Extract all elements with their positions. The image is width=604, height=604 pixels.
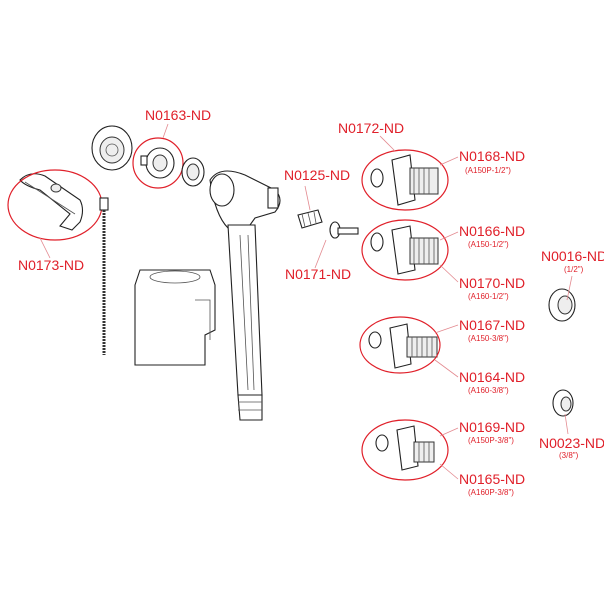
part-label: N0163-ND	[145, 107, 211, 123]
nut-part	[181, 157, 205, 187]
part-label: N0170-ND	[459, 275, 525, 291]
leader-line	[39, 237, 51, 259]
float-arm-part	[19, 173, 84, 231]
part-label: N0171-ND	[285, 266, 351, 282]
part-sublabel: (3/8")	[559, 451, 579, 460]
part-label: N0168-ND	[459, 148, 525, 164]
part-sublabel: (1/2")	[564, 265, 584, 274]
leader-line	[439, 264, 459, 283]
valve-cap-part	[91, 125, 133, 171]
nut-half-inch	[548, 288, 576, 322]
leader-line	[379, 135, 396, 152]
part-label: N0173-ND	[18, 257, 84, 273]
fitting-a150-half	[370, 225, 439, 275]
valve-body-part	[209, 170, 281, 421]
leader-line	[314, 239, 327, 269]
leader-line	[439, 231, 459, 241]
valve-stem-part	[329, 221, 359, 239]
part-sublabel: (A160P-3/8")	[468, 488, 514, 497]
part-label: N0016-ND	[541, 248, 604, 264]
leader-line	[564, 413, 569, 435]
part-sublabel: (A150-1/2")	[468, 240, 509, 249]
leader-line	[434, 324, 459, 334]
part-label: N0172-ND	[338, 120, 404, 136]
highlight-ring-n0167	[359, 316, 441, 374]
part-sublabel: (A150-3/8")	[468, 334, 509, 343]
leader-line	[566, 275, 573, 301]
part-sublabel: (A150P-1/2")	[465, 166, 511, 175]
highlight-ring-n0163	[132, 137, 184, 189]
part-sublabel: (A150P-3/8")	[468, 436, 514, 445]
threaded-rod-part	[99, 197, 109, 355]
fitting-a150-three-eighths	[368, 323, 438, 369]
fitting-a150p-three-eighths	[375, 425, 435, 471]
leader-line	[439, 156, 459, 166]
part-sublabel: (A160-1/2")	[468, 292, 509, 301]
float-box-part	[134, 269, 216, 366]
part-label: N0166-ND	[459, 223, 525, 239]
valve-pin-part	[297, 209, 323, 229]
part-label: N0023-ND	[539, 435, 604, 451]
fitting-a150p-half	[370, 154, 439, 206]
part-label: N0164-ND	[459, 369, 525, 385]
part-label: N0125-ND	[284, 167, 350, 183]
diaphragm-part	[140, 147, 175, 179]
part-label: N0169-ND	[459, 419, 525, 435]
part-label: N0167-ND	[459, 317, 525, 333]
highlight-ring-n0166	[361, 219, 449, 281]
leader-line	[304, 185, 311, 211]
nut-three-eighths	[552, 389, 574, 417]
part-label: N0165-ND	[459, 471, 525, 487]
highlight-ring-n0173	[7, 169, 103, 241]
part-sublabel: (A160-3/8")	[468, 386, 509, 395]
leader-line	[439, 427, 459, 437]
leader-line	[439, 463, 459, 480]
leader-line	[434, 359, 459, 378]
leader-line	[162, 123, 169, 139]
highlight-ring-n0168	[361, 149, 449, 211]
highlight-ring-n0169	[361, 419, 449, 481]
